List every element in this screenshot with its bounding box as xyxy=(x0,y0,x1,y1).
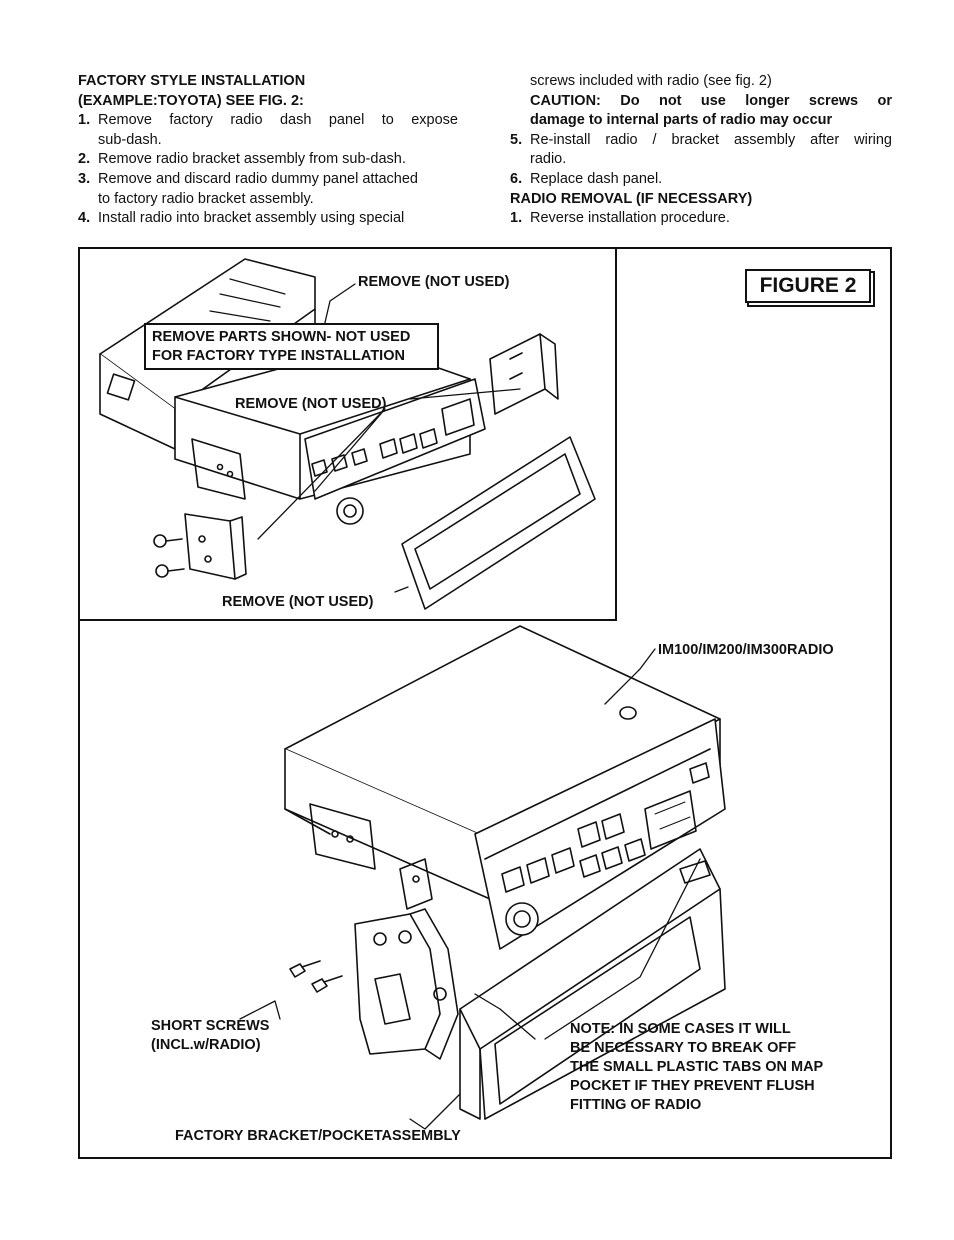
removal-step-1: 1. Reverse installation procedure. xyxy=(510,209,892,229)
step-2: 2. Remove radio bracket assembly from su… xyxy=(78,150,458,170)
main-radio-faceplate xyxy=(474,718,726,950)
screw-icon xyxy=(155,564,169,578)
note-line: NOTE: IN SOME CASES IT WILL xyxy=(570,1021,791,1037)
remove-parts-box: REMOVE PARTS SHOWN- NOT USED FOR FACTORY… xyxy=(144,323,439,370)
step-text: Install radio into bracket assembly usin… xyxy=(98,210,405,227)
label-remove-middle: REMOVE (NOT USED) xyxy=(235,396,387,412)
inset-drawing xyxy=(99,258,596,610)
short-screws-line-1: SHORT SCREWS xyxy=(151,1018,270,1034)
step-text: Reverse installation procedure. xyxy=(530,210,730,227)
step-4: 4. Install radio into bracket assembly u… xyxy=(78,209,458,229)
step-4-cont: screws included with radio (see fig. 2) xyxy=(530,73,772,89)
removed-bracket-left xyxy=(184,513,236,580)
step-text-cont: radio. xyxy=(530,151,567,168)
step-5: 5. Re-install radio / bracket assembly a… xyxy=(510,131,892,151)
screw-icon xyxy=(153,534,167,548)
section-subheading: (EXAMPLE:TOYOTA) SEE FIG. 2: xyxy=(78,92,304,109)
step-text: Re-install radio / bracket assembly afte… xyxy=(530,131,892,148)
note-line: FITTING OF RADIO xyxy=(570,1097,702,1113)
figure-title: FIGURE 2 xyxy=(745,269,871,303)
remove-box-line-1: REMOVE PARTS SHOWN- NOT USED xyxy=(152,329,411,345)
instructions-right-column: screws included with radio (see fig. 2) … xyxy=(510,72,892,229)
caution-line-2: damage to internal parts of radio may oc… xyxy=(530,112,833,129)
label-radio-model: IM100/IM200/IM300RADIO xyxy=(658,642,834,658)
step-text: Remove and discard radio dummy panel att… xyxy=(98,170,418,187)
step-text: Remove radio bracket assembly from sub-d… xyxy=(98,151,406,168)
removal-heading: RADIO REMOVAL (IF NECESSARY) xyxy=(510,190,753,207)
step-3: 3. Remove and discard radio dummy panel … xyxy=(78,170,458,190)
step-number: 1. xyxy=(78,112,91,129)
instructions-left-column: FACTORY STYLE INSTALLATION (EXAMPLE:TOYO… xyxy=(78,72,458,229)
note-line: POCKET IF THEY PREVENT FLUSH xyxy=(570,1078,815,1094)
installation-diagram xyxy=(99,258,726,1130)
step-6: 6. Replace dash panel. xyxy=(510,170,892,190)
short-screws-line-2: (INCL.w/RADIO) xyxy=(151,1037,261,1053)
step-1: 1. Remove factory radio dash panel to ex… xyxy=(78,111,458,131)
removed-dummy-panel xyxy=(401,436,596,610)
label-remove-top: REMOVE (NOT USED) xyxy=(358,274,510,290)
display-window xyxy=(644,790,697,850)
label-remove-bottom: REMOVE (NOT USED) xyxy=(222,594,374,610)
step-number: 3. xyxy=(78,170,91,187)
step-number: 6. xyxy=(510,170,523,187)
note-line: BE NECESSARY TO BREAK OFF xyxy=(570,1040,797,1056)
main-drawing xyxy=(239,625,726,1130)
remove-box-line-2: FOR FACTORY TYPE INSTALLATION xyxy=(152,348,405,364)
factory-bracket xyxy=(354,913,441,1055)
note-line: THE SMALL PLASTIC TABS ON MAP xyxy=(570,1059,824,1075)
step-text: Replace dash panel. xyxy=(530,170,663,187)
label-short-screws: SHORT SCREWS (INCL.w/RADIO) xyxy=(151,1017,269,1055)
plastic-tab xyxy=(679,860,711,884)
note-block: NOTE: IN SOME CASES IT WILL BE NECESSARY… xyxy=(570,1020,823,1115)
inset-panel xyxy=(80,249,617,621)
step-number: 2. xyxy=(78,151,91,168)
step-text-cont: to factory radio bracket assembly. xyxy=(98,190,314,207)
screw-hole-icon xyxy=(619,706,637,720)
step-number: 5. xyxy=(510,131,523,148)
removed-bracket-right xyxy=(489,333,546,415)
caution-line-1: CAUTION: Do not use longer screws or xyxy=(530,92,892,109)
step-text-cont: sub-dash. xyxy=(98,131,162,148)
step-number: 1. xyxy=(510,210,523,227)
step-number: 4. xyxy=(78,210,91,227)
knob-icon xyxy=(505,902,539,936)
figure-2-frame: FIGURE 2 REMOVE PARTS SHOWN- NOT USED FO… xyxy=(78,247,892,1159)
label-factory-bracket: FACTORY BRACKET/POCKETASSEMBLY xyxy=(175,1128,461,1144)
step-text: Remove factory radio dash panel to expos… xyxy=(98,112,458,129)
section-heading: FACTORY STYLE INSTALLATION xyxy=(78,73,306,89)
